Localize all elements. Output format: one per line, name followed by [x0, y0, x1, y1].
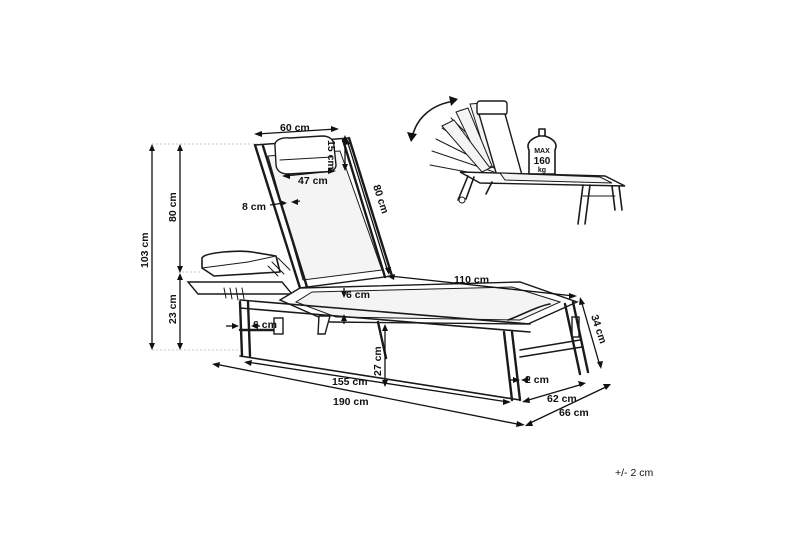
rotation-arrow-icon	[411, 100, 456, 139]
label-headrest-width: 60 cm	[280, 122, 310, 134]
tolerance-note: +/- 2 cm	[615, 467, 653, 479]
label-total-length: 190 cm	[333, 396, 369, 408]
label-back-height: 80 cm	[167, 192, 179, 222]
max-load-line1: MAX	[534, 148, 550, 155]
max-load-value: 160	[534, 156, 551, 167]
label-inner-width: 62 cm	[547, 393, 577, 405]
label-backrest-length: 80 cm	[370, 183, 391, 215]
label-total-width: 66 cm	[559, 407, 589, 419]
headrest	[274, 135, 337, 175]
label-armrest-gap: 8 cm	[242, 201, 266, 213]
recline-inset: MAX 160 kg	[407, 96, 626, 225]
label-seat-thickness: 6 cm	[346, 289, 370, 301]
dimension-labels: 60 cm 15 cm 47 cm 80 cm 8 cm 103 cm 80 c…	[139, 122, 609, 419]
side-tray	[186, 250, 294, 301]
label-seat-height: 27 cm	[372, 346, 384, 376]
label-headrest-height: 15 cm	[325, 140, 337, 170]
max-load-unit: kg	[538, 167, 546, 174]
label-leg-offset: 2 cm	[525, 374, 549, 386]
label-inner-length: 155 cm	[332, 376, 368, 388]
rotation-arrowhead-top-icon	[449, 96, 458, 106]
label-side-height: 23 cm	[167, 294, 179, 324]
main-lounger	[152, 135, 590, 402]
label-seat-length: 110 cm	[454, 274, 489, 286]
label-headrest-inner-width: 47 cm	[298, 175, 328, 187]
rotation-arrowhead-bottom-icon	[407, 132, 417, 142]
max-load-weight-icon: MAX 160 kg	[527, 128, 557, 175]
frame-legs	[238, 300, 590, 402]
seat	[239, 281, 580, 338]
label-total-height: 103 cm	[139, 232, 151, 268]
dimension-lines	[149, 126, 611, 427]
inset-headrest	[476, 100, 508, 116]
label-leg-thickness: 6 cm	[253, 319, 277, 331]
label-frame-end-height: 34 cm	[588, 313, 609, 345]
